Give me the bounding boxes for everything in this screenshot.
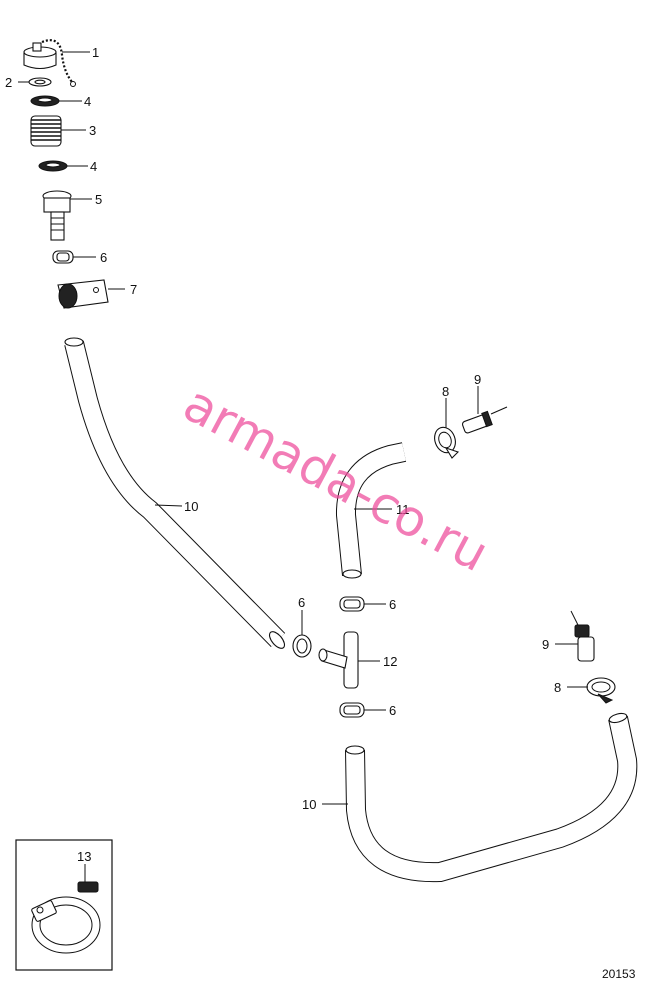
callout-8-lower: 8 [554,680,561,695]
callout-9-lower: 9 [542,637,549,652]
leader-lines [18,51,588,882]
retaining-chain [41,39,76,87]
callout-10-left: 10 [184,499,198,514]
hose-clamp-6-top [52,250,74,264]
callout-9-upper: 9 [474,372,481,387]
hose-connector-5 [42,190,72,241]
nipple-9-upper [461,406,508,434]
callout-10-bottom: 10 [302,797,316,812]
hose-clamp-6-mid [339,596,365,612]
callout-7: 7 [130,282,137,297]
hose-clamp-6-lower [339,702,365,718]
hose-clamp-8-lower [586,677,616,704]
hose-10-bottom [345,712,638,883]
callout-4-lower: 4 [90,159,97,174]
seal-ring-4-upper [30,95,60,107]
seal-ring-4-lower [38,160,68,172]
callout-3: 3 [89,123,96,138]
callout-6-lower: 6 [389,703,396,718]
callout-6-left: 6 [298,595,305,610]
callout-2: 2 [5,75,12,90]
bracket-7 [57,279,109,309]
callout-5: 5 [95,192,102,207]
callout-6-top: 6 [100,250,107,265]
callout-4-upper: 4 [84,94,91,109]
hose-clamp-6-left [292,634,312,658]
callout-labels: 1 2 4 3 4 5 6 7 10 8 9 11 6 6 12 6 9 8 1… [5,45,561,864]
filler-cap [23,42,57,70]
callout-8-upper: 8 [442,384,449,399]
hose-clamp-8-upper [434,426,460,459]
hose-11 [336,442,407,579]
drawing-number: 20153 [602,967,636,981]
nipple-9-lower [570,610,595,662]
hose-10-left [64,337,286,649]
callout-13: 13 [77,849,91,864]
threaded-nipple-3 [30,115,62,147]
callout-1: 1 [92,45,99,60]
callout-6-mid: 6 [389,597,396,612]
washer-2 [28,77,52,87]
callout-11: 11 [396,502,410,517]
t-piece-12 [318,631,359,689]
watermark: armada-co.ru [174,374,497,583]
callout-12: 12 [383,654,397,669]
inset-hose-clamp-box [15,839,113,971]
